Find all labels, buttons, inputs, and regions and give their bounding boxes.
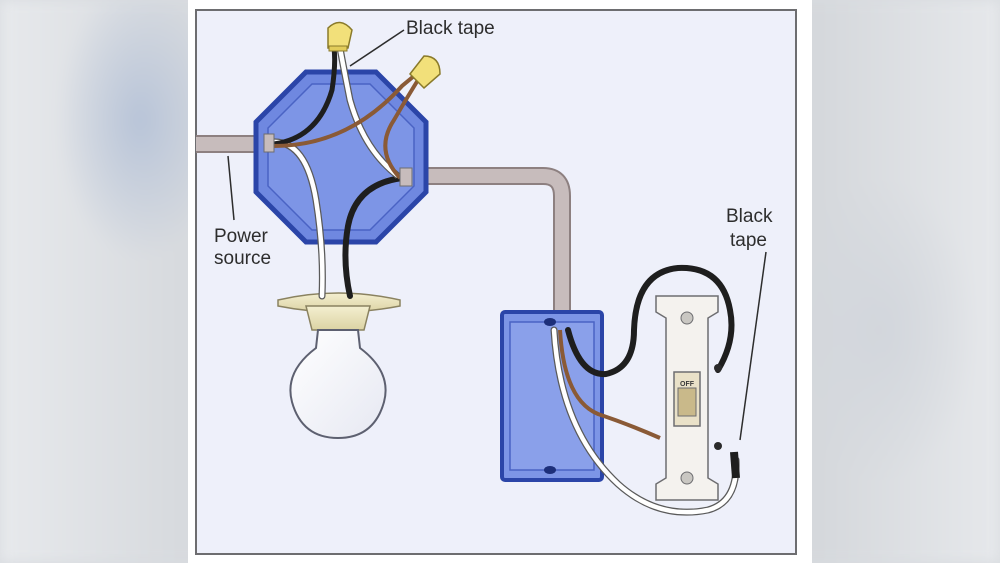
switch-white-wire: [337, 47, 400, 178]
switch-wiring-diagram: OFF Black tape Power source Black tape: [195, 9, 797, 555]
right-wire-nut: [409, 55, 441, 90]
source-black-wire: [273, 47, 338, 147]
black-tape-right-label-line2: tape: [730, 230, 767, 251]
fixture-black-wire: [342, 175, 405, 299]
black-tape-top-leader: [349, 29, 405, 67]
switch-leg-wire: [551, 327, 739, 515]
box-screw-bottom: [544, 466, 556, 474]
light-switch: [655, 295, 722, 501]
switch-black-wire: [565, 264, 735, 378]
switch-off-label: OFF: [680, 381, 695, 388]
box-screw-top: [544, 318, 556, 326]
wiring-diagram-frame: OFF Black tape Power source Black tape: [188, 0, 812, 563]
switch-cable-clamp: [399, 167, 413, 187]
black-tape-top-label: Black tape: [406, 18, 495, 39]
black-tape-right-label-line1: Black: [726, 206, 773, 227]
fixture-socket: [305, 305, 371, 331]
source-cable-clamp: [263, 133, 275, 153]
switch-cable: [413, 169, 569, 322]
power-source-leader: [227, 155, 235, 221]
light-bulb: [289, 329, 387, 440]
ground-wire-switch: [383, 78, 420, 180]
power-source-label-line1: Power: [214, 226, 269, 247]
black-tape-right-leader: [739, 251, 767, 441]
top-wire-nut: [327, 21, 353, 52]
ground-wire-source: [273, 74, 416, 148]
switch-ground-wire: [558, 329, 661, 440]
black-tape-marking: [730, 451, 740, 479]
power-source-label-line2: source: [214, 248, 271, 269]
ceiling-box-inner: [267, 83, 415, 231]
